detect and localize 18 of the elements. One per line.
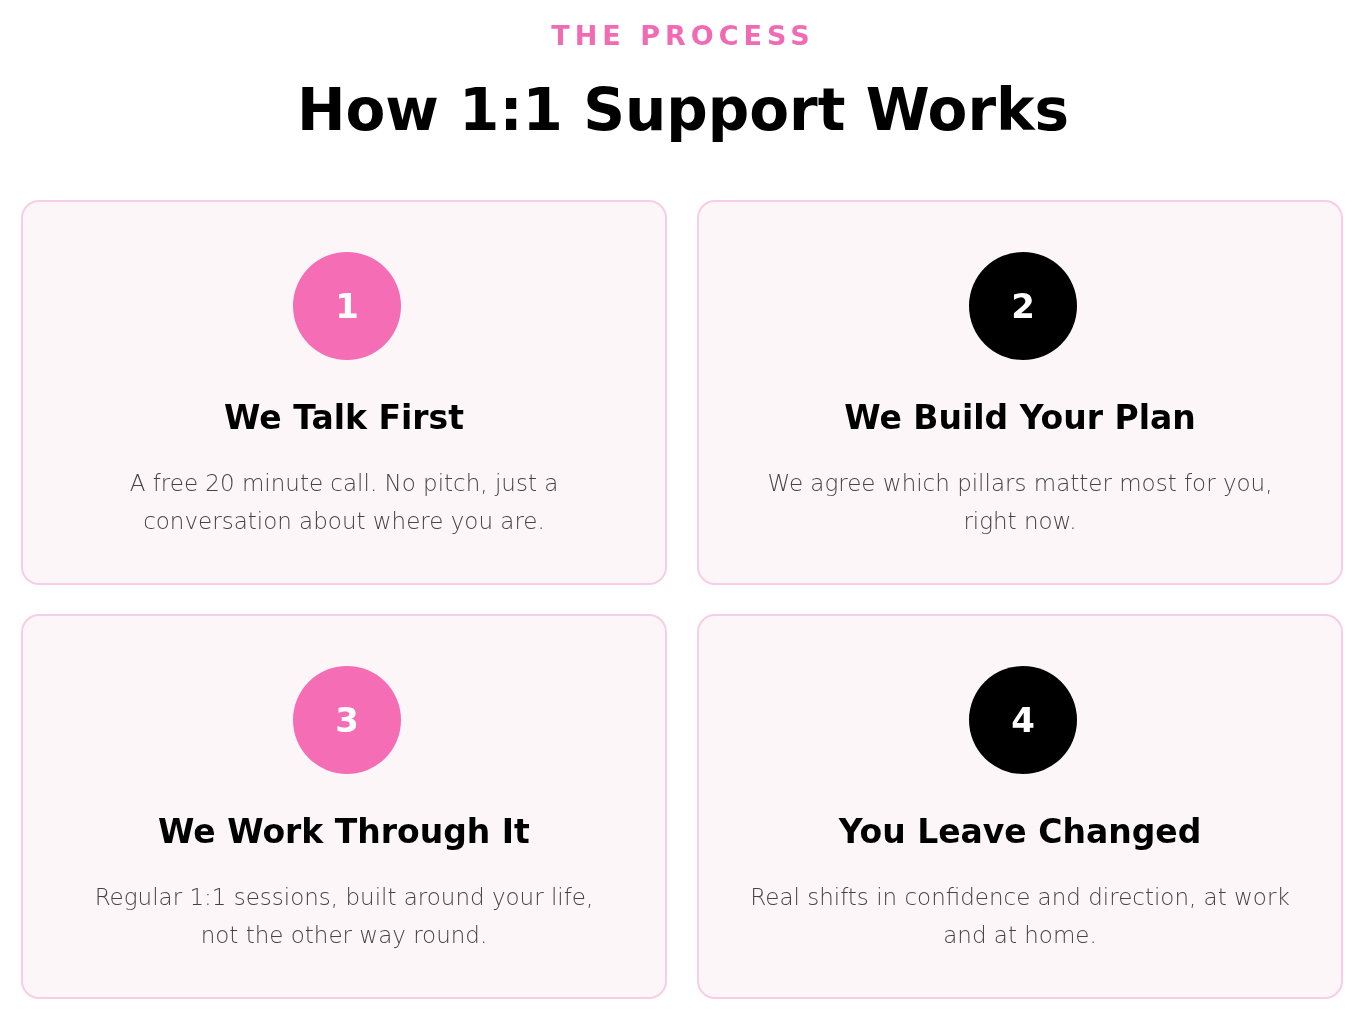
- step-heading: You Leave Changed: [838, 812, 1202, 851]
- step-description: Real shifts in confidence and direction, at work and at home.: [749, 883, 1291, 950]
- step-description: A free 20 minute call. No pitch, just a conversation about where you are.: [128, 469, 560, 536]
- step-number: 2: [969, 252, 1077, 360]
- step-number: 1: [293, 252, 401, 360]
- step-heading: We Talk First: [224, 398, 464, 437]
- step-number: 3: [293, 666, 401, 774]
- step-card: [21, 200, 667, 585]
- section-kicker: THE PROCESS: [551, 20, 815, 51]
- step-card: [697, 614, 1343, 999]
- step-description: We agree which pillars matter most for you, right now.: [766, 469, 1274, 536]
- step-heading: We Build Your Plan: [844, 398, 1196, 437]
- step-description: Regular 1:1 sessions, built around your life, not the other way round.: [93, 883, 595, 950]
- step-heading: We Work Through It: [158, 812, 530, 851]
- step-card: [21, 614, 667, 999]
- step-card: [697, 200, 1343, 585]
- page-title: How 1:1 Support Works: [296, 76, 1070, 144]
- step-number: 4: [969, 666, 1077, 774]
